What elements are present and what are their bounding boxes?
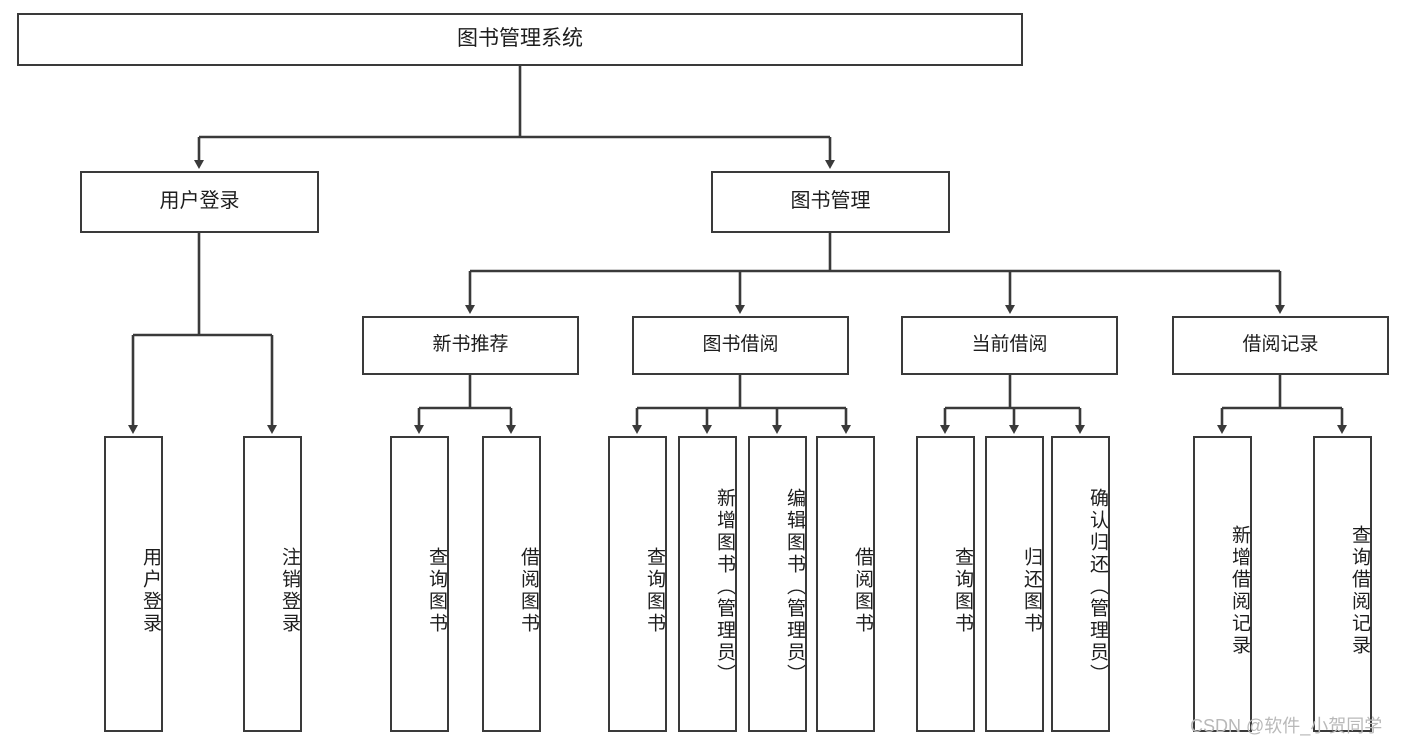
leaf-borrow-book[interactable]: 借阅图书 — [816, 436, 875, 732]
node-label: 新书推荐 — [432, 334, 509, 356]
leaf-query-book-recommend[interactable]: 查询图书 — [390, 436, 449, 732]
node-label: 确认归还（管理员） — [1087, 488, 1108, 686]
leaf-query-borrow-record[interactable]: 查询借阅记录 — [1313, 436, 1372, 732]
node-book-management[interactable]: 图书管理 — [711, 171, 950, 233]
node-label: 用户登录 — [159, 190, 240, 213]
node-label: 图书借阅 — [702, 334, 779, 356]
csdn-watermark: CSDN @软件_小贺同学 — [1190, 716, 1383, 736]
leaf-return-book[interactable]: 归还图书 — [985, 436, 1044, 732]
node-label: 当前借阅 — [971, 334, 1048, 356]
leaf-query-book-borrow[interactable]: 查询图书 — [608, 436, 667, 732]
node-current-borrow[interactable]: 当前借阅 — [901, 316, 1118, 375]
node-label: 借阅记录 — [1242, 334, 1319, 356]
node-label: 编辑图书（管理员） — [784, 488, 805, 686]
node-label: 查询图书 — [426, 547, 447, 635]
node-label: 注销登录 — [279, 547, 300, 635]
leaf-logout[interactable]: 注销登录 — [243, 436, 302, 732]
node-label: 归还图书 — [1021, 547, 1042, 635]
node-label: 查询图书 — [952, 547, 973, 635]
node-label: 借阅图书 — [852, 547, 873, 635]
leaf-query-book-current[interactable]: 查询图书 — [916, 436, 975, 732]
node-book-borrow[interactable]: 图书借阅 — [632, 316, 849, 375]
node-label: 查询图书 — [644, 547, 665, 635]
node-label: 新增借阅记录 — [1229, 525, 1250, 657]
leaf-confirm-return-admin[interactable]: 确认归还（管理员） — [1051, 436, 1110, 732]
leaf-add-book-admin[interactable]: 新增图书（管理员） — [678, 436, 737, 732]
node-label: 新增图书（管理员） — [714, 488, 735, 686]
leaf-add-borrow-record[interactable]: 新增借阅记录 — [1193, 436, 1252, 732]
node-borrow-record[interactable]: 借阅记录 — [1172, 316, 1389, 375]
leaf-borrow-book-recommend[interactable]: 借阅图书 — [482, 436, 541, 732]
node-user-login[interactable]: 用户登录 — [80, 171, 319, 233]
node-label: 借阅图书 — [518, 547, 539, 635]
node-label: 图书管理 — [790, 190, 871, 213]
leaf-edit-book-admin[interactable]: 编辑图书（管理员） — [748, 436, 807, 732]
node-label: 用户登录 — [140, 547, 161, 635]
node-new-book-recommend[interactable]: 新书推荐 — [362, 316, 579, 375]
node-label: 查询借阅记录 — [1349, 525, 1370, 657]
node-label: 图书管理系统 — [457, 27, 583, 51]
node-root-system[interactable]: 图书管理系统 — [17, 13, 1023, 66]
leaf-user-login[interactable]: 用户登录 — [104, 436, 163, 732]
